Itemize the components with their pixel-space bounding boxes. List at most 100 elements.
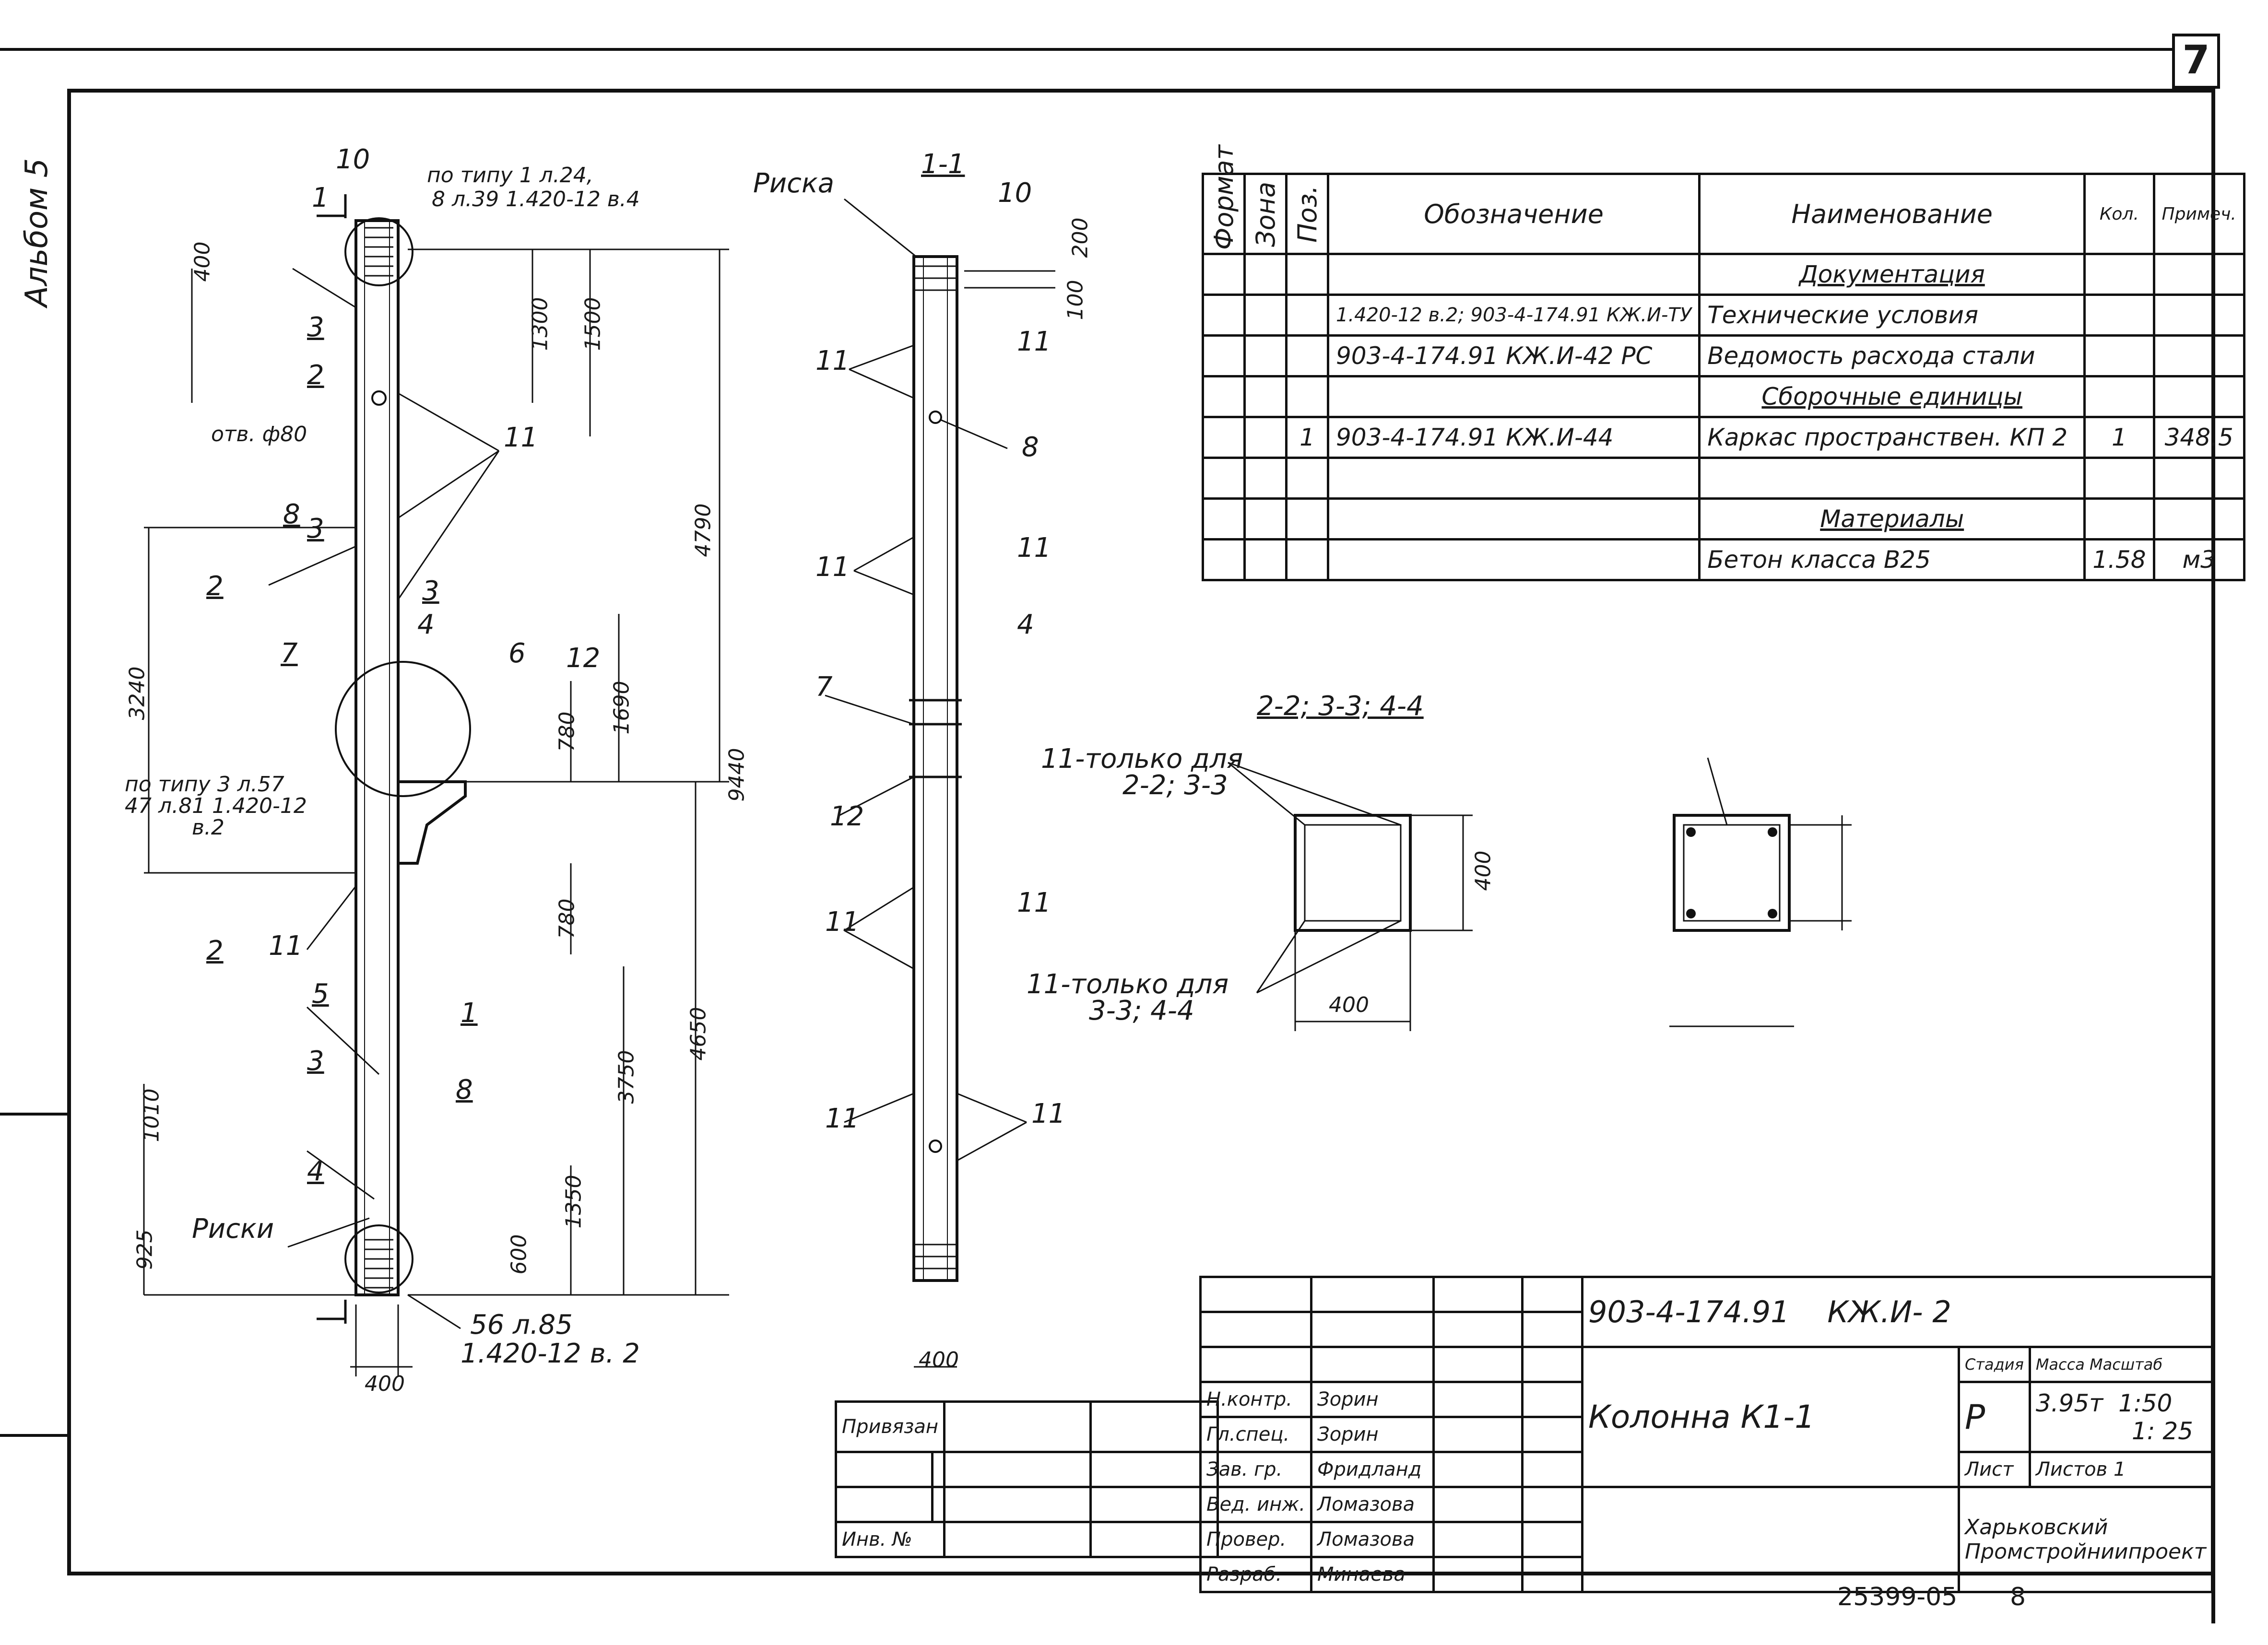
spec-header-qty: Кол. [2083, 173, 2155, 255]
detail-circle-bracket [335, 661, 471, 797]
section-1-1-dim-100: 100 [1063, 280, 1088, 320]
spec-row-note: м3 [2152, 538, 2245, 581]
s11-callout-11-f: 11 [1017, 887, 1051, 918]
sheet-number: 7 [2172, 34, 2220, 89]
typical-note: по типу 3 л.57 [125, 772, 284, 797]
bottom-note: 56 л.85 [470, 1309, 573, 1340]
mark-10: 10 [336, 144, 370, 175]
doc-suffix: КЖ.И- 2 [1827, 1294, 1951, 1329]
footer-page: 8 [2010, 1583, 2026, 1611]
margin-tick [0, 1434, 67, 1437]
callout-6: 6 [508, 638, 526, 669]
spec-row: Бетон класса В25 1.58 м3 [1202, 538, 2245, 581]
dim-780: 780 [555, 711, 579, 752]
callout-3-d: 3 [307, 1046, 324, 1077]
drawing-frame [67, 89, 2211, 1575]
section-1-1-risk: Риска [753, 168, 835, 199]
spec-row: 1.420-12 в.2; 903-4-174.91 КЖ.И-ТУ Техни… [1202, 294, 2245, 337]
frame-right-edge [2211, 89, 2215, 1623]
risks-label: Риски [192, 1213, 274, 1245]
scale-value-2: 1: 25 [2131, 1417, 2193, 1445]
s11-callout-8: 8 [1022, 432, 1039, 463]
spec-header-zone: Зона [1244, 174, 1287, 254]
spec-row: 903-4-174.91 КЖ.И-42 РС Ведомость расход… [1202, 334, 2245, 377]
section-markers [317, 194, 347, 1324]
spec-row-designation: 1.420-12 в.2; 903-4-174.91 КЖ.И-ТУ [1326, 294, 1701, 337]
column-outline [354, 219, 400, 1296]
section-1-1-outline [912, 255, 958, 1282]
top-border-line [0, 48, 2172, 51]
spec-row-designation: 903-4-174.91 КЖ.И-42 РС [1326, 334, 1701, 377]
note-top: по типу 1 л.24, [427, 163, 593, 188]
spec-row-name: Материалы [1820, 505, 1964, 533]
sheet-label: Лист [1958, 1451, 2031, 1488]
stirrups-top [365, 227, 393, 277]
hole-note: отв. ф80 [211, 422, 307, 446]
callout-4-b: 4 [417, 609, 435, 640]
callout-4: 4 [307, 1156, 324, 1187]
section-1-1-title: 1-1 [921, 149, 965, 180]
detail-circle-bottom [344, 1224, 413, 1293]
dim-780-b: 780 [555, 898, 579, 939]
spec-row-qty: 1.58 [2083, 538, 2155, 581]
section-2-2-dim-w: 400 [1329, 993, 1369, 1017]
inv-number-label: Инв. № [834, 1521, 946, 1558]
footer-code: 25399-05 [1837, 1583, 1958, 1611]
tb-role-4: Вед. инж. [1199, 1486, 1313, 1523]
section-5-5-bars [1686, 827, 1777, 918]
detail-circle-top [344, 217, 413, 286]
spec-row-name: Сборочные единицы [1761, 383, 2022, 411]
section-5-5-inner [1683, 824, 1781, 922]
callout-2: 2 [307, 360, 324, 391]
section-1-1-plates [909, 331, 962, 1098]
callout-12: 12 [566, 643, 601, 674]
dim-1010: 1010 [139, 1088, 164, 1142]
section-1-1-width: 400 [919, 1348, 959, 1372]
tb-role-2: Гл.спец. [1199, 1416, 1313, 1453]
tb-role-3: Зав. гр. [1199, 1451, 1313, 1488]
section-1-1-hole [929, 411, 942, 424]
scale-label: Масштаб [2090, 1355, 2163, 1374]
s11-callout-11-e: 11 [825, 906, 860, 938]
callout-5: 5 [312, 978, 329, 1010]
callout-3-b: 3 [307, 513, 324, 544]
tb-name-6: Минаева [1310, 1556, 1435, 1593]
dim-600: 600 [507, 1234, 532, 1275]
section-2-2-lines [1228, 762, 1473, 1031]
s11-callout-11-h: 11 [1031, 1098, 1066, 1129]
bracket-outline [398, 780, 467, 865]
privyazan-label: Привязан [834, 1400, 946, 1453]
s11-callout-7: 7 [815, 671, 833, 703]
spec-row [1202, 457, 2245, 500]
spec-header-name: Наименование [1698, 173, 2086, 255]
section-2-2-title: 2-2; 3-3; 4-4 [1257, 691, 1424, 722]
section-2-2-note-a2: 2-2; 3-3 [1122, 770, 1228, 801]
spec-header-designation: Обозначение [1326, 173, 1701, 255]
spec-row: 1 903-4-174.91 КЖ.И-44 Каркас пространст… [1202, 416, 2245, 459]
section-2-2-note-b2: 3-3; 4-4 [1089, 995, 1194, 1026]
stage-label: Стадия [1958, 1346, 2031, 1383]
tb-role-5: Провер. [1199, 1521, 1313, 1558]
callout-3: 3 [307, 312, 324, 343]
dim-400: 400 [190, 241, 215, 282]
section-2-2-outline [1294, 814, 1412, 932]
section-1-1-leaders [825, 198, 1055, 1368]
callout-7: 7 [281, 638, 298, 669]
sheets-label: Листов 1 [2028, 1451, 2214, 1488]
s11-callout-11-b: 11 [1017, 326, 1051, 357]
specification-table: Формат Зона Поз. Обозначение Наименовани… [1202, 145, 2245, 581]
dim-4790: 4790 [691, 503, 716, 557]
typical-note-3: в.2 [192, 815, 224, 840]
s11-callout-4: 4 [1017, 609, 1034, 640]
stirrups-bottom [365, 1239, 393, 1289]
section-2-2-dim-h: 400 [1471, 850, 1496, 891]
callout-2-c: 2 [206, 935, 224, 966]
spec-row-name: Ведомость расхода стали [1698, 334, 2086, 377]
section-2-2-note-a: 11-только для [1041, 743, 1243, 775]
spec-header-pos: Поз. [1286, 174, 1328, 254]
spec-row-pos: 1 [1285, 416, 1329, 459]
spec-row-designation: 903-4-174.91 КЖ.И-44 [1326, 416, 1701, 459]
dim-4650: 4650 [686, 1007, 711, 1061]
callout-8: 8 [283, 499, 300, 530]
